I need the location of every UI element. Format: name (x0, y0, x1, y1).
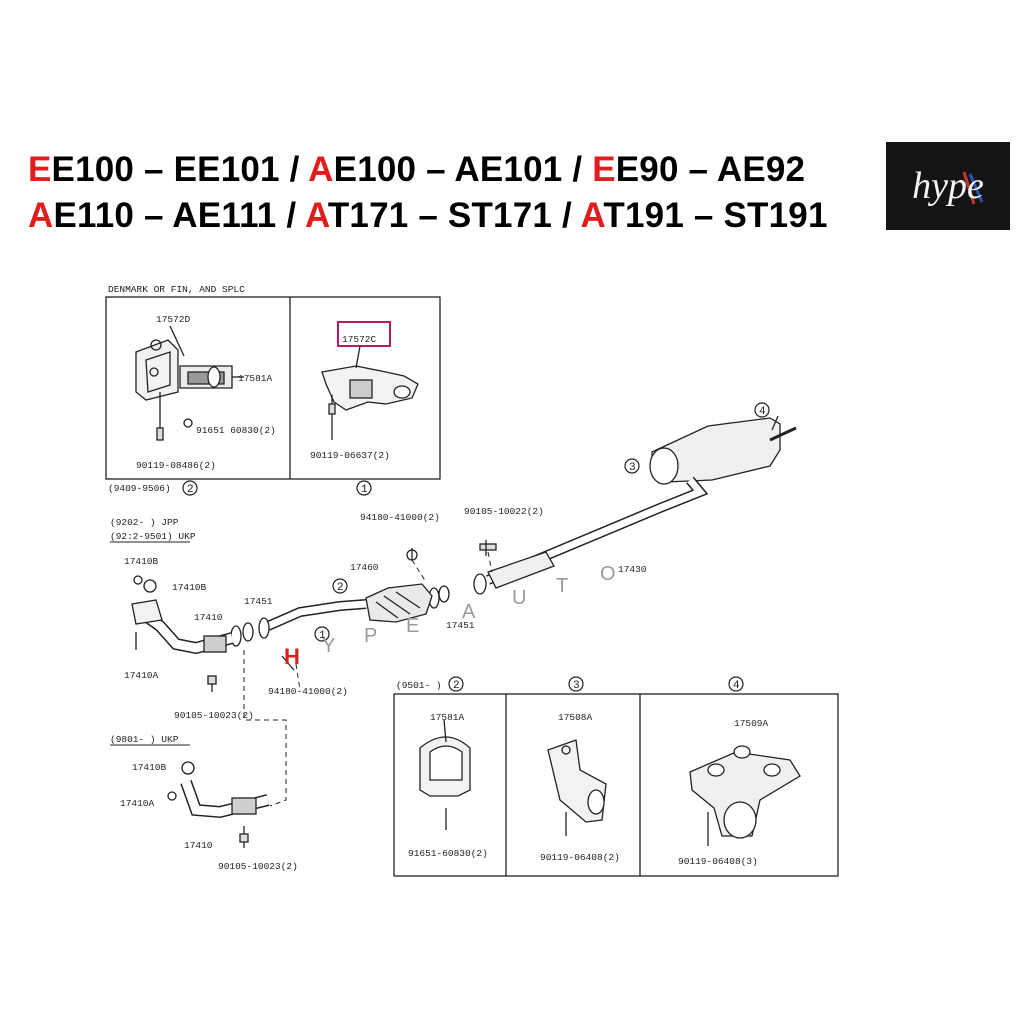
bottom-inset-frame (393, 693, 839, 877)
circle-number: 1 (319, 630, 326, 642)
circle-number: 3 (573, 680, 580, 692)
part-label: 17410B (172, 582, 207, 593)
model-text: E100 – EE101 / (51, 150, 309, 189)
model-list-line-2: AE110 – AE111 / AT171 – ST171 / AT191 – … (28, 196, 828, 236)
circle-number: 1 (361, 484, 368, 496)
part-label: 17410B (124, 556, 159, 567)
model-initial: A (304, 196, 328, 235)
region-label: (9202- ) JPP (110, 517, 179, 528)
part-label: 17451 (446, 620, 475, 631)
part-label: 17509A (734, 718, 769, 729)
part-label: 94180-41000(2) (360, 512, 440, 523)
part-label: 17451 (244, 596, 273, 607)
model-text: E110 – AE111 / (53, 196, 305, 235)
part-label: 91651-60830(2) (408, 848, 488, 859)
part-label: 90119-08486(2) (136, 460, 216, 471)
circle-number: 4 (733, 680, 740, 692)
model-initial: E (28, 150, 52, 189)
model-text: E90 – AE92 (615, 150, 806, 189)
logo-accent-strokes (962, 171, 984, 205)
watermark-letter: T (556, 575, 568, 597)
date-label: (9409-9506) (108, 483, 171, 494)
watermark-letters: Y P E A U T O (322, 563, 616, 657)
part-label: 17430 (618, 564, 647, 575)
circle-number: 4 (759, 406, 766, 418)
part-label: 17410 (184, 840, 213, 851)
highlight-box-17572c (337, 321, 391, 347)
model-list-line-1: EE100 – EE101 / AE100 – AE101 / EE90 – A… (28, 150, 805, 190)
model-initial: A (28, 196, 54, 235)
logo-text: hype (912, 165, 984, 207)
date-label: (9501- ) (396, 680, 442, 691)
model-text: T191 – ST191 (603, 196, 828, 235)
part-label: 17410 (194, 612, 223, 623)
watermark-letter: Y (322, 635, 335, 657)
part-label: 17410A (124, 670, 159, 681)
catalytic-converter (365, 583, 433, 623)
watermark-h: H (284, 644, 300, 669)
model-text: E100 – AE101 / (333, 150, 593, 189)
part-label: 94180-41000(2) (268, 686, 348, 697)
part-label: 90119-06408(2) (540, 852, 620, 863)
part-label: 90119-06408(3) (678, 856, 758, 867)
part-label: 17508A (558, 712, 593, 723)
part-label: 17581A (238, 373, 273, 384)
model-initial: E (592, 150, 616, 189)
watermark-letter: A (462, 601, 476, 623)
region-label: (92:2-9501) UKP (110, 531, 196, 542)
top-inset-frame (105, 296, 441, 480)
part-label: 17572D (156, 314, 191, 325)
watermark-letter: O (600, 563, 616, 585)
part-label: 90105-10023(2) (174, 710, 254, 721)
part-label: 17581A (430, 712, 465, 723)
hype-logo: hype (886, 142, 1010, 230)
circle-number: 2 (453, 680, 460, 692)
watermark-letter: U (512, 587, 526, 609)
part-label: 17410B (132, 762, 167, 773)
part-label: 90119-06637(2) (310, 450, 390, 461)
part-label: 90105-10022(2) (464, 506, 544, 517)
part-label: 17572C (342, 334, 377, 345)
part-label: 91651 60830(2) (196, 425, 276, 436)
model-initial: A (580, 196, 604, 235)
model-text: T171 – ST171 / (327, 196, 581, 235)
circle-number: 2 (187, 484, 194, 496)
center-resonator (487, 551, 555, 589)
part-label: 17410A (120, 798, 155, 809)
circle-number: 3 (629, 462, 636, 474)
part-label: 17460 (350, 562, 379, 573)
model-initial: A (308, 150, 334, 189)
watermark-letter: E (406, 615, 419, 637)
circle-number: 2 (337, 582, 344, 594)
region-label: (9801- ) UKP (110, 734, 179, 745)
part-label: 90105-10023(2) (218, 861, 298, 872)
watermark-letter: P (364, 625, 377, 647)
inset-caption: DENMARK OR FIN, AND SPLC (108, 284, 245, 295)
